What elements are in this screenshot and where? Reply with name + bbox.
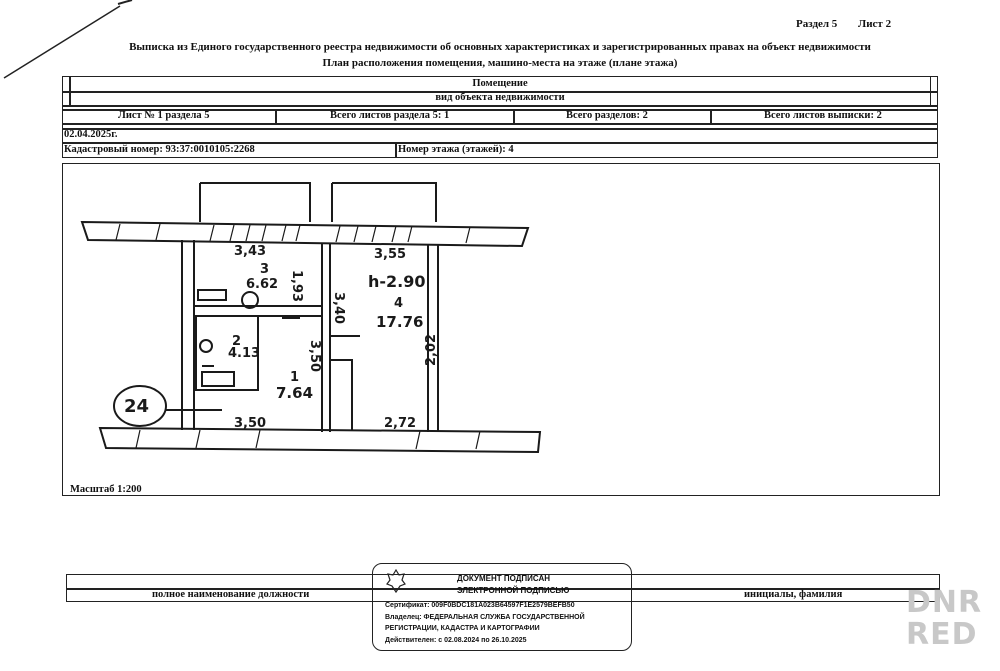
object-table — [62, 76, 938, 158]
dim-top-left: 3,43 — [234, 244, 267, 259]
total-sections: Всего разделов: 2 — [566, 110, 648, 121]
total-sheets-extract: Всего листов выписки: 2 — [764, 110, 882, 121]
room-2-area: 4.13 — [228, 346, 261, 361]
room-2-number: 2 — [232, 334, 242, 349]
emblem-icon — [386, 568, 406, 594]
signed-line-1: ДОКУМЕНТ ПОДПИСАН — [457, 574, 551, 583]
room-3-number: 3 — [260, 262, 270, 277]
dim-top-right: 3,55 — [374, 247, 407, 262]
pen-mark — [3, 0, 133, 79]
sheet-label: Лист 2 — [858, 18, 892, 30]
owner-line-2: РЕГИСТРАЦИИ, КАДАСТРА И КАРТОГРАФИИ — [385, 625, 540, 632]
floor-plan-frame — [62, 163, 940, 496]
signed-line-2: ЭЛЕКТРОННОЙ ПОДПИСЬЮ — [457, 586, 570, 595]
position-label: полное наименование должности — [152, 589, 310, 600]
dim-bottom-right: 2,72 — [384, 416, 417, 431]
section-label: Раздел 5 — [796, 18, 838, 30]
room-4-area: 17.76 — [376, 313, 424, 331]
room-4-number: 4 — [394, 296, 404, 311]
watermark-line-1: DNR — [906, 585, 983, 620]
ceiling-height-label: h-2.90 — [368, 272, 426, 291]
watermark-line-2: RED — [906, 617, 978, 652]
electronic-signature-stamp: ДОКУМЕНТ ПОДПИСАН ЭЛЕКТРОННОЙ ПОДПИСЬЮ С… — [372, 563, 632, 651]
room-3-area: 6.62 — [246, 277, 279, 292]
object-kind: вид объекта недвижимости — [435, 92, 565, 103]
apartment-number: 24 — [124, 396, 150, 417]
sheet-of-section: Лист № 1 раздела 5 — [118, 110, 210, 121]
room-1-number: 1 — [290, 370, 300, 385]
object-name: Помещение — [472, 78, 528, 89]
dim-vertical-4: 2,02 — [424, 333, 439, 366]
validity-line: Действителен: с 02.08.2024 по 26.10.2025 — [385, 637, 527, 644]
floor-number: Номер этажа (этажей): 4 — [398, 144, 514, 155]
owner-line-1: Владелец: ФЕДЕРАЛЬНАЯ СЛУЖБА ГОСУДАРСТВЕ… — [385, 614, 585, 621]
dim-vertical-1: 1,93 — [289, 270, 304, 303]
cadastral-number: Кадастровый номер: 93:37:0010105:2268 — [64, 144, 255, 155]
extract-date: 02.04.2025г. — [64, 129, 118, 140]
certificate-line: Сертификат: 009F0BDC181A023B64597F1E2579… — [385, 602, 575, 609]
dim-bottom-left: 3,50 — [234, 416, 267, 431]
initials-label: инициалы, фамилия — [744, 589, 843, 600]
document-title: Выписка из Единого государственного реес… — [129, 41, 871, 53]
room-1-area: 7.64 — [276, 384, 314, 402]
dim-vertical-3: 3,50 — [307, 340, 322, 373]
document-subtitle: План расположения помещения, машино-мест… — [322, 57, 678, 69]
total-sheets-section: Всего листов раздела 5: 1 — [330, 110, 450, 121]
plan-scale: Масштаб 1:200 — [70, 484, 142, 495]
dim-vertical-2: 3,40 — [331, 292, 346, 325]
